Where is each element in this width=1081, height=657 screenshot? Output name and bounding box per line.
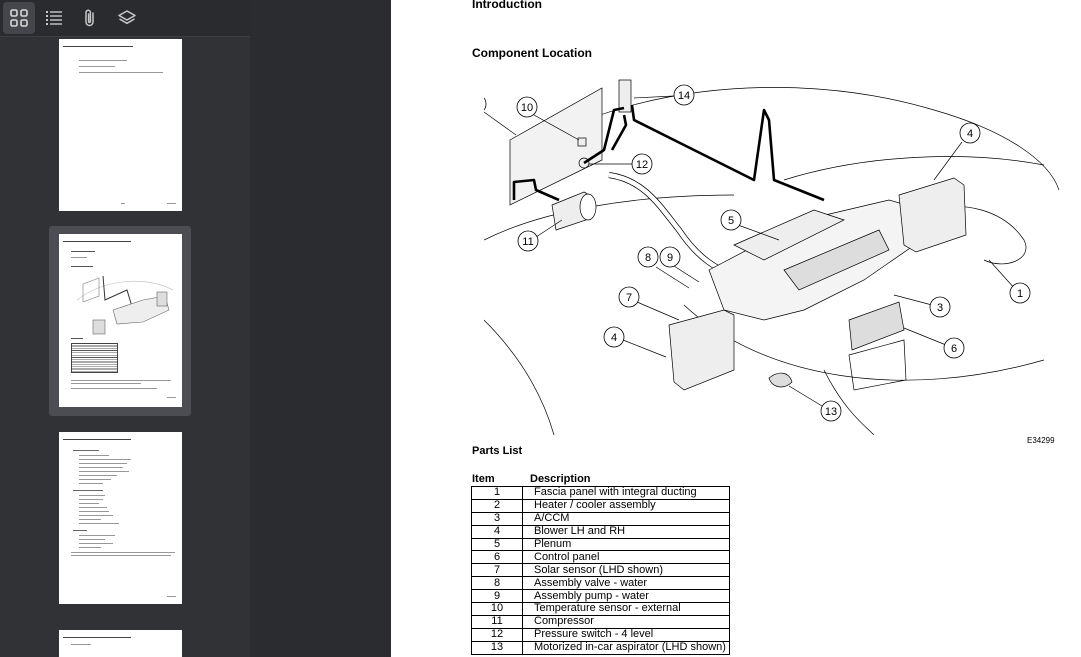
page-thumbnail[interactable] [49, 429, 191, 607]
figure-id: E34299 [1027, 436, 1055, 445]
page-thumbnail-image [59, 630, 182, 657]
viewer-gutter [250, 0, 391, 657]
page-thumbnail-selected[interactable] [49, 226, 191, 416]
callout-6: 6 [903, 327, 965, 359]
page-thumbnail[interactable] [49, 626, 191, 657]
grid-icon [10, 9, 28, 27]
paperclip-icon [85, 9, 94, 27]
callout-13: 13 [788, 385, 842, 422]
callout-14: 14 [633, 84, 695, 106]
callout-11: 11 [517, 219, 563, 252]
layers-button[interactable] [111, 2, 143, 34]
table-header-description: Description [530, 473, 591, 485]
svg-text:13: 13 [825, 406, 837, 418]
page-thumbnail-image [59, 39, 182, 211]
callout-4-right: 4 [933, 122, 981, 181]
component-location-diagram: 1 3 4 4 5 [484, 79, 1060, 435]
svg-text:8: 8 [645, 252, 651, 264]
page-thumbnail-image [59, 432, 182, 604]
callout-4-left: 4 [603, 326, 667, 358]
svg-text:14: 14 [678, 90, 690, 102]
svg-text:4: 4 [611, 332, 617, 344]
parts-list-heading: Parts List [472, 445, 523, 457]
callout-12: 12 [589, 153, 653, 175]
svg-text:10: 10 [521, 102, 533, 114]
layers-icon [118, 10, 136, 25]
outline-button[interactable] [38, 2, 70, 34]
page-thumbnail[interactable] [49, 37, 191, 213]
callout-1: 1 [988, 259, 1031, 304]
svg-text:11: 11 [522, 236, 533, 248]
sidebar-toolbar [0, 0, 250, 37]
callout-8: 8 [637, 246, 690, 289]
document-page: Introduction Component Location [391, 0, 1081, 657]
callout-9: 9 [659, 246, 700, 283]
attachments-button[interactable] [74, 2, 106, 34]
callout-5: 5 [720, 209, 780, 241]
svg-text:7: 7 [626, 292, 632, 304]
introduction-heading: Introduction [472, 0, 542, 11]
svg-text:9: 9 [667, 252, 673, 264]
svg-text:12: 12 [636, 159, 648, 171]
table-header-item: Item [472, 473, 495, 485]
callout-7: 7 [618, 286, 680, 321]
page-thumbnail-image [59, 234, 182, 407]
callout-10: 10 [516, 96, 580, 141]
svg-text:1: 1 [1017, 288, 1023, 300]
svg-text:3: 3 [937, 302, 943, 314]
callout-3: 3 [893, 294, 951, 318]
list-icon [46, 11, 62, 25]
svg-text:5: 5 [728, 215, 734, 227]
thumbnail-sidebar [0, 0, 250, 657]
component-location-heading: Component Location [472, 46, 592, 60]
svg-text:6: 6 [951, 343, 957, 355]
callout-15: 15 [484, 97, 517, 136]
svg-text:4: 4 [967, 128, 973, 140]
thumbnail-list[interactable] [0, 37, 250, 657]
thumbnails-button[interactable] [3, 2, 35, 34]
